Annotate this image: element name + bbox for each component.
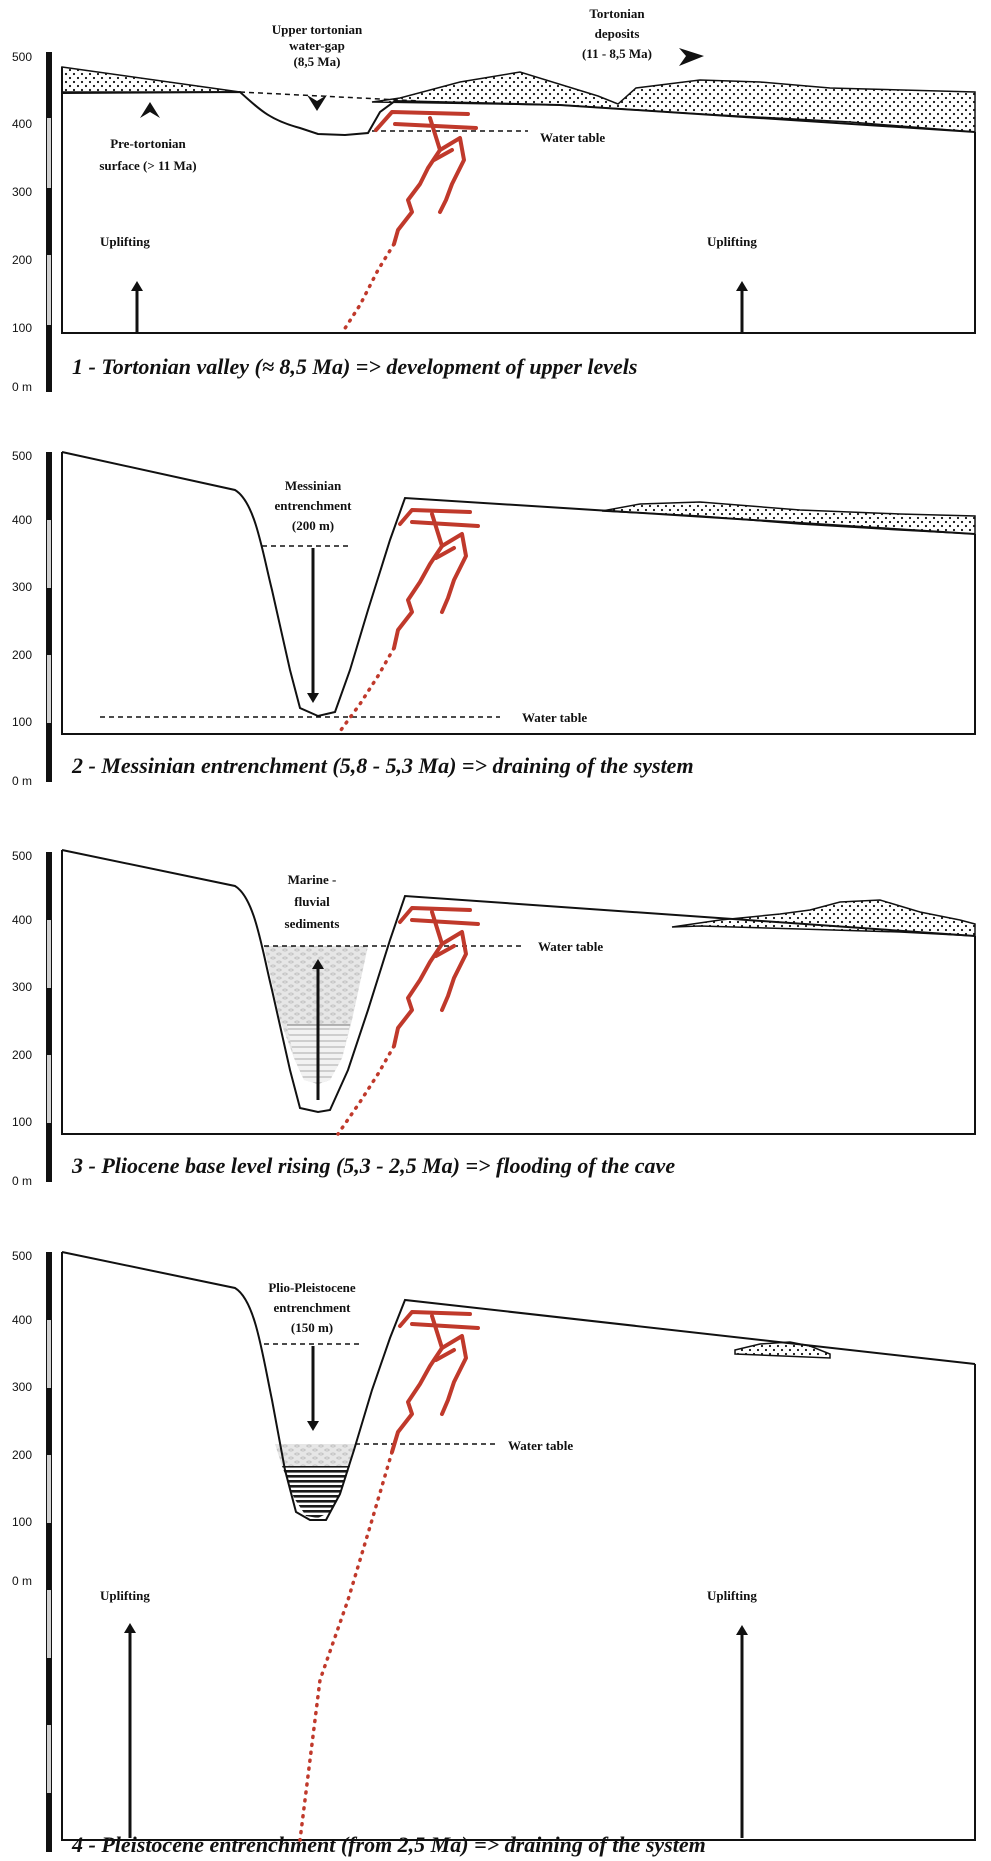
cave-system: [336, 508, 480, 736]
label-line: entrenchment: [274, 498, 352, 513]
section-frame: [61, 67, 976, 334]
label-line: Messinian: [285, 478, 342, 493]
scale-tick-100: 100: [12, 715, 32, 729]
water-table-label: Water table: [538, 939, 603, 954]
surface-label: Pre-tortonian surface (> 11 Ma): [99, 136, 196, 173]
scale-tick-500: 500: [12, 50, 32, 64]
uplifting-label-left: Uplifting: [100, 1588, 150, 1603]
scale-tick-200: 200: [12, 253, 32, 267]
cave-system: [340, 110, 478, 335]
deposits-pointer: [679, 48, 704, 66]
water-table-label: Water table: [540, 130, 605, 145]
label-line: sediments: [285, 916, 340, 931]
label-line: Marine -: [288, 872, 337, 887]
elevation-scale: 500 400 300 200 100 0 m: [12, 50, 52, 394]
scale-tick-100: 100: [12, 321, 32, 335]
water-table-label: Water table: [508, 1438, 573, 1453]
panel-1: 500 400 300 200 100 0 m: [12, 6, 976, 394]
label-line: fluvial: [294, 894, 330, 909]
scale-tick-100: 100: [12, 1115, 32, 1129]
scale-tick-500: 500: [12, 1249, 32, 1263]
entrenchment-label: Plio-Pleistocene entrenchment (150 m): [268, 1280, 356, 1335]
ground-profile: [61, 849, 976, 1114]
scale-tick-500: 500: [12, 449, 32, 463]
scale-tick-200: 200: [12, 1448, 32, 1462]
tortonian-deposits: [671, 899, 976, 937]
elevation-scale: 500 400 300 200 100 0 m: [12, 1249, 52, 1852]
scale-tick-300: 300: [12, 580, 32, 594]
panel-caption: 1 - Tortonian valley (≈ 8,5 Ma) => devel…: [72, 354, 637, 379]
ground-profile: [61, 451, 976, 718]
pre-tortonian-deposit: [61, 66, 241, 93]
scale-tick-200: 200: [12, 1048, 32, 1062]
label-line: (150 m): [291, 1320, 333, 1335]
section-frame: [61, 850, 976, 1135]
water-gap-level: [239, 91, 421, 102]
scale-tick-400: 400: [12, 913, 32, 927]
scale-tick-0: 0 m: [12, 380, 32, 394]
label-line: surface (> 11 Ma): [99, 158, 196, 173]
elevation-scale: 500 400 300 200 100 0 m: [12, 849, 52, 1188]
scale-tick-100: 100: [12, 1515, 32, 1529]
scale-tick-300: 300: [12, 185, 32, 199]
deposits-label: Tortonian deposits (11 - 8,5 Ma): [582, 6, 652, 61]
uplifting-label-right: Uplifting: [707, 234, 757, 249]
section-frame: [61, 1252, 976, 1841]
scale-tick-500: 500: [12, 849, 32, 863]
panel-caption: 4 - Pleistocene entrenchment (from 2,5 M…: [71, 1832, 706, 1857]
scale-tick-300: 300: [12, 980, 32, 994]
uplifting-label-left: Uplifting: [100, 234, 150, 249]
tortonian-deposits: [601, 501, 976, 535]
scale-tick-0: 0 m: [12, 774, 32, 788]
water-table-label: Water table: [522, 710, 587, 725]
scale-tick-0: 0 m: [12, 1174, 32, 1188]
elevation-scale: 500 400 300 200 100 0 m: [12, 449, 52, 788]
entrenchment-label: Messinian entrenchment (200 m): [274, 478, 352, 533]
scale-tick-400: 400: [12, 1313, 32, 1327]
ground-profile: [61, 90, 976, 137]
uplifting-label-right: Uplifting: [707, 1588, 757, 1603]
water-gap-pointer: [307, 95, 327, 111]
panel-caption: 3 - Pliocene base level rising (5,3 - 2,…: [71, 1153, 675, 1178]
scale-tick-300: 300: [12, 1380, 32, 1394]
remaining-sediments-upper: [275, 1444, 355, 1466]
label-line: deposits: [595, 26, 640, 41]
section-frame: [61, 452, 976, 735]
scale-tick-0: 0 m: [12, 1574, 32, 1588]
tortonian-deposits: [734, 1341, 831, 1359]
water-gap-label: Upper tortonian water-gap (8,5 Ma): [272, 22, 363, 69]
label-line: (8,5 Ma): [294, 54, 341, 69]
scale-tick-200: 200: [12, 648, 32, 662]
cave-system: [298, 1310, 480, 1842]
label-line: entrenchment: [273, 1300, 351, 1315]
label-line: (11 - 8,5 Ma): [582, 46, 652, 61]
label-line: Plio-Pleistocene: [268, 1280, 356, 1295]
panel-4: 500 400 300 200 100 0 m Plio-Pleistocene: [12, 1249, 976, 1857]
label-line: Pre-tortonian: [110, 136, 186, 151]
panel-caption: 2 - Messinian entrenchment (5,8 - 5,3 Ma…: [71, 753, 694, 778]
cave-system: [336, 906, 480, 1136]
label-line: (200 m): [292, 518, 334, 533]
panel-3: 500 400 300 200 100 0 m Marine - fluvial…: [12, 849, 976, 1188]
scale-tick-400: 400: [12, 117, 32, 131]
ground-profile: [61, 1251, 976, 1521]
label-line: Upper tortonian: [272, 22, 363, 37]
label-line: Tortonian: [589, 6, 645, 21]
sediments-label: Marine - fluvial sediments: [285, 872, 340, 931]
label-line: water-gap: [289, 38, 345, 53]
scale-tick-400: 400: [12, 513, 32, 527]
surface-pointer: [140, 102, 160, 118]
panel-2: 500 400 300 200 100 0 m Messinian entren…: [12, 449, 976, 788]
